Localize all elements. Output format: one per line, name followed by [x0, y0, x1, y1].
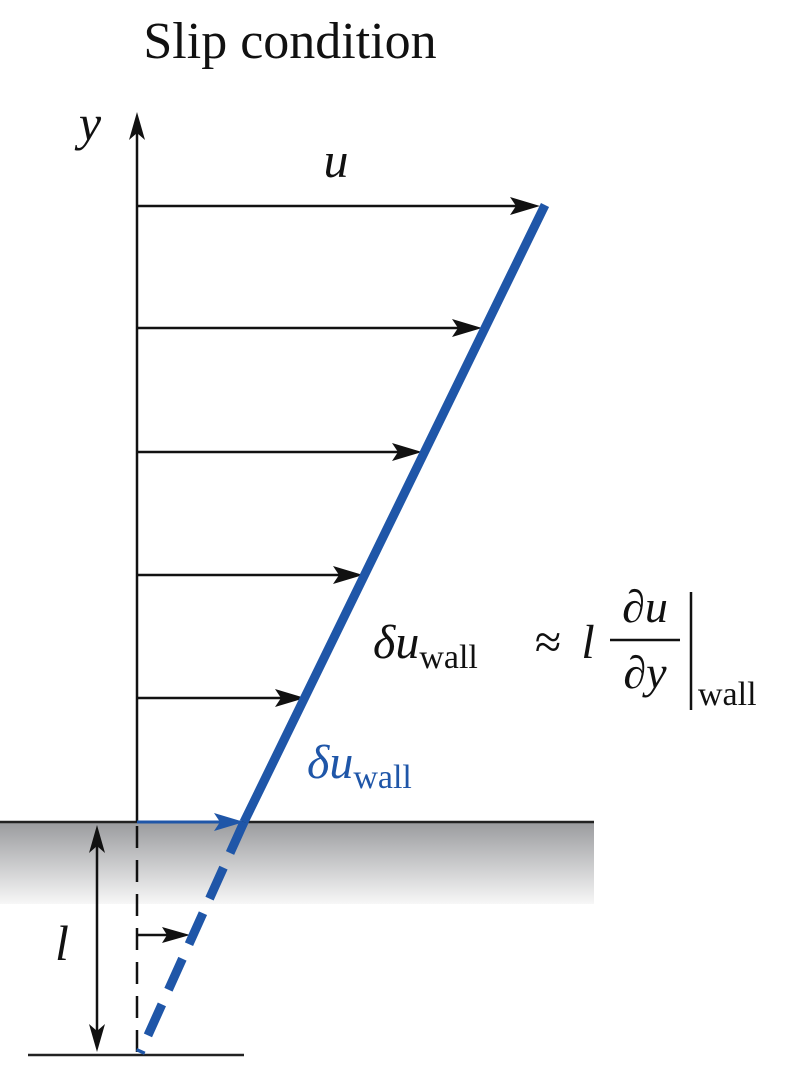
formula-lhs-subscript: wall	[419, 639, 478, 676]
slip-length-label: l	[55, 915, 69, 971]
y-axis-arrowhead	[129, 112, 145, 140]
slip-length-arrowhead-bottom	[89, 1024, 105, 1052]
velocity-arrowhead-1	[510, 197, 540, 215]
slip-length-arrowhead-top	[89, 825, 105, 853]
slip-velocity-subscript: wall	[353, 759, 412, 796]
velocity-arrowhead-5	[275, 689, 305, 707]
slip-velocity-u: u	[329, 736, 353, 789]
formula-l: l	[581, 616, 594, 669]
extrapolated-velocity-arrowhead	[162, 927, 190, 943]
wall-shading	[0, 822, 594, 904]
formula-approx: ≈	[535, 616, 561, 669]
velocity-arrowhead-4	[333, 566, 363, 584]
velocity-arrowhead-3	[392, 443, 422, 461]
slip-velocity-arrowhead	[214, 813, 244, 831]
formula-numerator: ∂u	[622, 581, 668, 632]
y-axis-label: y	[74, 95, 102, 151]
slip-velocity-label: δuwall	[307, 736, 412, 796]
formula-evaluation-subscript: wall	[698, 676, 757, 713]
velocity-arrows	[137, 197, 540, 943]
velocity-arrowhead-2	[452, 319, 482, 337]
formula-lhs: δuwall	[373, 616, 478, 676]
velocity-profile-extrapolation	[135, 820, 249, 1055]
velocity-label: u	[324, 132, 349, 188]
formula-delta: δ	[373, 616, 396, 669]
formula-u: u	[395, 616, 419, 669]
formula-denominator: ∂y	[623, 647, 667, 698]
velocity-profile-line	[239, 203, 550, 824]
slip-formula: δuwall ≈ l ∂u ∂y wall	[373, 581, 757, 713]
slip-velocity-delta: δ	[307, 736, 330, 789]
diagram-title: Slip condition	[143, 13, 436, 70]
